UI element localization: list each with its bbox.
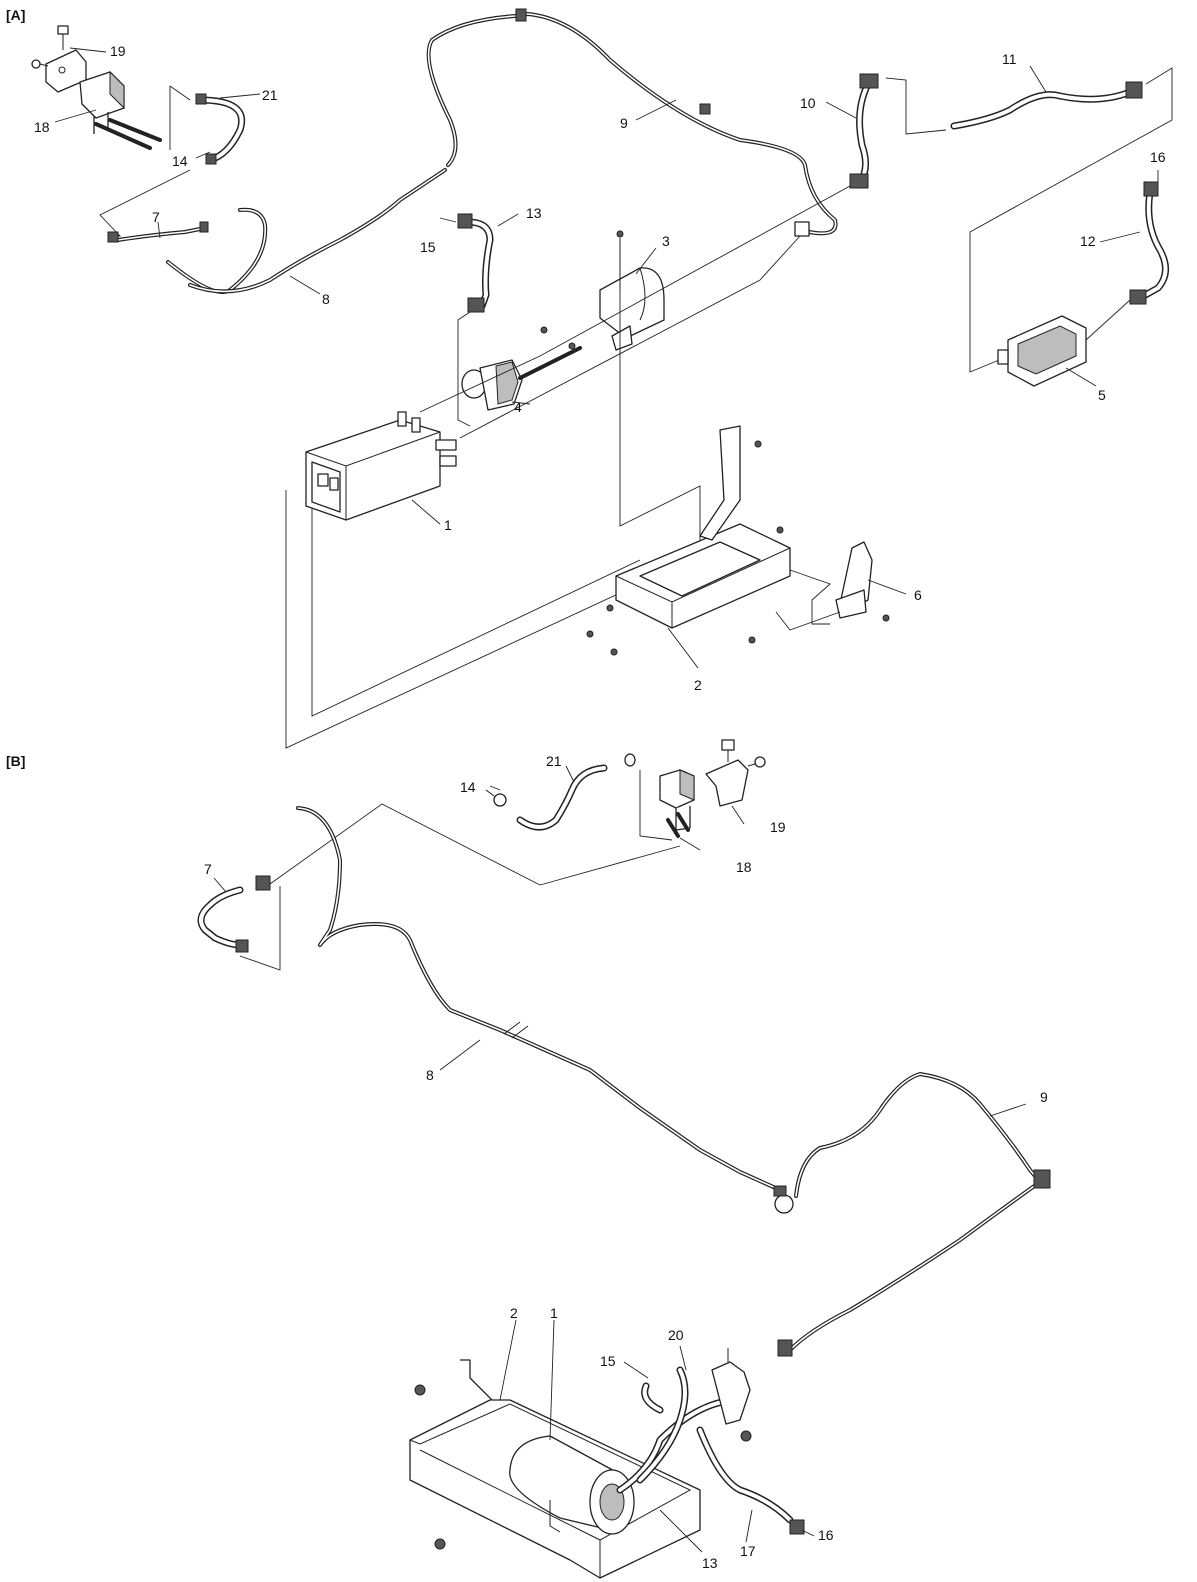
callout-a-4: 4	[514, 399, 522, 415]
callout-b-20: 20	[668, 1327, 684, 1343]
callout-b-15: 15	[600, 1353, 616, 1369]
callout-b-1: 1	[550, 1305, 558, 1321]
callout-a-2: 2	[694, 677, 702, 693]
purge-valve-4	[461, 326, 582, 411]
callout-b-16: 16	[818, 1527, 834, 1543]
callout-a-13: 13	[526, 205, 542, 221]
callout-a-11: 11	[1002, 51, 1017, 67]
purge-solenoid-a	[31, 25, 162, 150]
callout-a-5: 5	[1098, 387, 1106, 403]
callout-b-17: 17	[740, 1543, 756, 1559]
callout-a-6: 6	[914, 587, 922, 603]
callout-a-9: 9	[620, 115, 628, 131]
callout-b-9: 9	[1040, 1089, 1048, 1105]
callout-a-16: 16	[1150, 149, 1166, 165]
purge-solenoid-b	[659, 739, 766, 838]
callout-a-3: 3	[662, 233, 670, 249]
callout-a-14: 14	[172, 153, 188, 169]
callout-b-18: 18	[736, 859, 752, 875]
callout-a-18: 18	[34, 119, 50, 135]
callout-b-14: 14	[460, 779, 476, 795]
callout-a-15: 15	[420, 239, 436, 255]
charcoal-canister-a	[305, 411, 457, 521]
section-a	[31, 8, 1173, 749]
section-b	[197, 739, 1051, 1579]
callout-a-1: 1	[444, 517, 452, 533]
callout-a-8: 8	[322, 291, 330, 307]
callout-a-12: 12	[1080, 233, 1096, 249]
callout-b-13: 13	[702, 1555, 718, 1571]
callout-b-2: 2	[510, 1305, 518, 1321]
callout-a-7: 7	[152, 209, 160, 225]
callout-a-19: 19	[110, 43, 126, 59]
callout-b-8: 8	[426, 1067, 434, 1083]
canister-tray-2	[586, 425, 791, 656]
callout-a-21: 21	[262, 87, 278, 103]
section-label-b: [B]	[6, 753, 25, 769]
canister-cover-3	[599, 230, 665, 351]
callout-a-10: 10	[800, 95, 816, 111]
callout-b-7: 7	[204, 861, 212, 877]
section-label-a: [A]	[6, 7, 25, 23]
charcoal-canister-b	[509, 1435, 635, 1535]
callout-b-19: 19	[770, 819, 786, 835]
bracket-6	[835, 541, 890, 622]
callout-b-21: 21	[546, 753, 562, 769]
